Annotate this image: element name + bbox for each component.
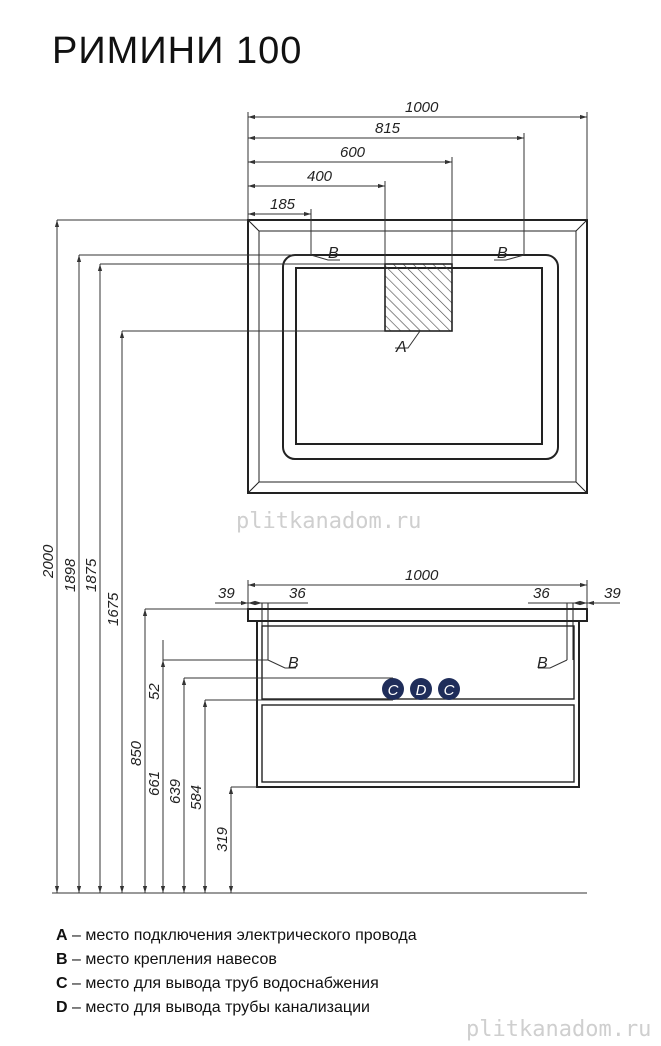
- mirror-light-frame: [282, 254, 559, 460]
- mirror-inner-frame: [258, 230, 577, 483]
- dim-vert-1898: 1898: [62, 558, 79, 592]
- dim-top-185: 185: [270, 196, 296, 213]
- outlet-d: [410, 678, 432, 700]
- dim-vert-1875: 1875: [83, 558, 100, 592]
- lower-drawer: [261, 704, 575, 783]
- watermark-center: plitkanadom.ru: [236, 509, 421, 534]
- legend-item-a: A – место подключения электрического про…: [56, 927, 417, 944]
- dim-top-1000: 1000: [405, 99, 439, 116]
- outlet-c-right: [438, 678, 460, 700]
- dim-front-left-36: 36: [289, 585, 306, 602]
- outlet-c-right-label: C: [444, 682, 455, 699]
- dim-vert-850: 850: [128, 740, 145, 766]
- vanity-body: [256, 620, 580, 788]
- dim-vert-639: 639: [167, 778, 184, 804]
- page-title: РИМИНИ 100: [52, 30, 303, 72]
- label-b-front-left: B: [288, 655, 299, 672]
- legend-item-b: B – место крепления навесов: [56, 951, 277, 968]
- pipe-outlets: C D C: [382, 678, 460, 700]
- dim-top-815: 815: [375, 120, 401, 137]
- dim-front-left-39: 39: [218, 585, 235, 602]
- label-a: A: [395, 339, 407, 356]
- dim-vert-661: 661: [146, 771, 163, 796]
- dim-vert-319: 319: [214, 826, 231, 852]
- front-view-dimensions: [215, 580, 620, 669]
- outlet-c-left-label: C: [388, 682, 399, 699]
- top-view-dimensions: [247, 112, 588, 349]
- dim-top-600: 600: [340, 144, 366, 161]
- dim-top-400: 400: [307, 168, 333, 185]
- legend: A – место подключения электрического про…: [56, 924, 417, 1020]
- dim-vert-1675: 1675: [105, 592, 122, 626]
- dim-vert-52: 52: [146, 683, 163, 700]
- watermark-bottom: plitkanadom.ru: [466, 1017, 651, 1042]
- outlet-c-left: [382, 678, 404, 700]
- dim-vert-2000: 2000: [40, 544, 57, 579]
- legend-item-d: D – место для вывода трубы канализации: [56, 999, 370, 1016]
- legend-item-c: C – место для вывода труб водоснабжения: [56, 975, 379, 992]
- label-b-top-left: B: [328, 245, 339, 262]
- vanity-top: [247, 608, 588, 622]
- dim-vert-584: 584: [188, 785, 205, 810]
- area-a-hatched: [384, 263, 453, 332]
- label-b-top-right: B: [497, 245, 508, 262]
- outlet-d-label: D: [416, 682, 427, 699]
- top-view: [247, 219, 588, 494]
- vertical-dimensions: [52, 219, 587, 894]
- dim-front-right-36: 36: [533, 585, 550, 602]
- dim-front-right-39: 39: [604, 585, 621, 602]
- dim-front-1000: 1000: [405, 567, 439, 584]
- mirror-outer-frame: [247, 219, 588, 494]
- label-b-front-right: B: [537, 655, 548, 672]
